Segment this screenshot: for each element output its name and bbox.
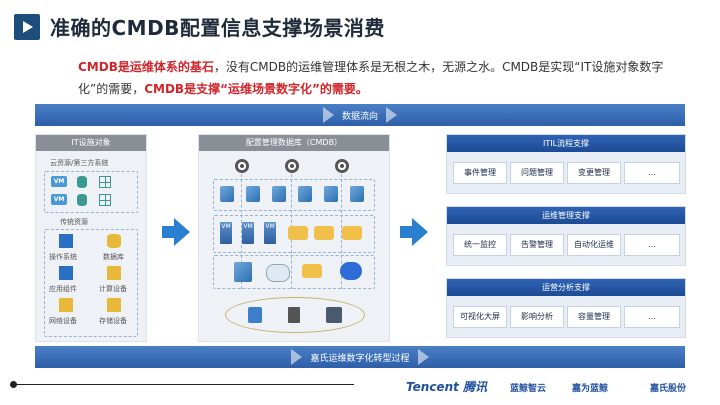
ops-group-title: 运维管理支撑 <box>447 207 685 224</box>
cloud-section-label: 云资源/第三方系统 <box>50 159 109 167</box>
cloud-icon <box>340 262 362 280</box>
vm-icon: VM <box>51 176 67 187</box>
data-flow-label: 数据流向 <box>341 111 378 122</box>
database-icon <box>107 234 121 248</box>
grid-icon <box>99 176 111 188</box>
target-icon <box>285 159 299 173</box>
transformation-bar: 嘉氏运维数字化转型过程 <box>35 346 685 368</box>
cmdb-row-2: VM VM VM <box>213 215 375 253</box>
vm-tag-icon: VM <box>242 222 254 244</box>
app-component-icon <box>59 266 73 280</box>
database-icon <box>77 176 87 188</box>
footer-divider <box>14 384 354 385</box>
traditional-section-label: 传统资源 <box>60 218 88 226</box>
item-label: 网络设备 <box>49 317 77 325</box>
database-icon <box>77 194 87 206</box>
target-icon <box>235 159 249 173</box>
subtitle-emphasis-2: CMDB是支撑“运维场景数字化”的需要。 <box>144 82 368 96</box>
group-item: 告警管理 <box>510 234 564 256</box>
vm-tag-icon: VM <box>220 222 232 244</box>
flow-arrow-icon <box>322 107 334 123</box>
group-item: 变更管理 <box>567 162 621 184</box>
cube-icon <box>350 186 364 202</box>
company-logo: 嘉氏股份 <box>650 384 687 394</box>
flow-arrow-icon <box>291 349 303 365</box>
group-item: 自动化运维 <box>567 234 621 256</box>
item-label: 操作系统 <box>49 253 77 261</box>
docker-icon <box>302 264 322 278</box>
add-icon <box>326 307 342 323</box>
windows-icon <box>59 234 73 248</box>
docker-icon <box>288 226 308 240</box>
item-label: 存储设备 <box>99 317 127 325</box>
subtitle-text-1: ，没有CMDB的运维管理体系是无根之木，无源之水。CMDB是实现“IT设施对象数… <box>78 60 664 96</box>
traditional-resources-box: 操作系统 数据库 应用组件 计算设备 网络设备 存储设备 <box>44 229 138 337</box>
page-title: 准确的CMDB配置信息支撑场景消费 <box>50 16 385 40</box>
cube-icon <box>272 186 286 202</box>
arrow-stem <box>162 226 174 238</box>
it-objects-panel: IT设施对象 云资源/第三方系统 VM VM 传统资源 操作系统 数据库 应用组… <box>35 134 147 342</box>
storage-icon <box>248 307 262 323</box>
package-icon <box>234 262 252 282</box>
vm-icon: VM <box>51 194 67 205</box>
group-item: 统一监控 <box>453 234 507 256</box>
item-label: 应用组件 <box>49 285 77 293</box>
cmdb-row-1 <box>213 179 375 211</box>
it-objects-title: IT设施对象 <box>36 135 146 151</box>
bluking-logo: 蓝鲸智云 <box>510 384 547 394</box>
docker-icon <box>342 226 362 240</box>
canway-logo: 嘉为蓝鲸 <box>572 384 609 394</box>
right-arrow-icon <box>174 218 190 246</box>
cmdb-row-3 <box>213 255 375 289</box>
footer-dot <box>10 381 17 388</box>
group-item: 影响分析 <box>510 306 564 328</box>
arrow-stem <box>400 226 412 238</box>
itil-group-title: ITIL流程支撑 <box>447 135 685 152</box>
docker-icon <box>314 226 334 240</box>
network-icon <box>59 298 73 312</box>
vm-tag-icon: VM <box>264 222 276 244</box>
target-icon <box>335 159 349 173</box>
slide-logo-icon <box>14 14 40 40</box>
cube-icon <box>298 186 312 202</box>
ops-management-group: 运维管理支撑 统一监控 告警管理 自动化运维 … <box>446 206 686 266</box>
server-icon <box>288 307 300 323</box>
group-item: 问题管理 <box>510 162 564 184</box>
cloud-resources-box: VM VM <box>44 171 138 213</box>
data-flow-bar: 数据流向 <box>35 104 685 126</box>
cube-icon <box>324 186 338 202</box>
cmdb-panel: 配置管理数据库（CMDB） VM VM VM <box>198 134 390 342</box>
group-item: 事件管理 <box>453 162 507 184</box>
transformation-label: 嘉氏运维数字化转型过程 <box>310 353 410 364</box>
item-label: 计算设备 <box>99 285 127 293</box>
ops-analysis-group: 运营分析支撑 可视化大屏 影响分析 容量管理 … <box>446 278 686 338</box>
subtitle-emphasis-1: CMDB是运维体系的基石 <box>78 60 214 74</box>
cloud-icon <box>266 264 290 282</box>
flow-arrow-icon <box>417 349 429 365</box>
group-item: 可视化大屏 <box>453 306 507 328</box>
item-label: 数据库 <box>103 253 124 261</box>
group-item: … <box>624 306 680 328</box>
itil-group: ITIL流程支撑 事件管理 问题管理 变更管理 … <box>446 134 686 194</box>
group-item: … <box>624 162 680 184</box>
analysis-group-title: 运营分析支撑 <box>447 279 685 296</box>
tencent-logo: Tencent 腾讯 <box>406 380 488 394</box>
storage-ellipse <box>225 297 365 333</box>
server-icon <box>107 266 121 280</box>
flow-arrow-icon <box>386 107 397 123</box>
cube-icon <box>246 186 260 202</box>
grid-icon <box>99 194 111 206</box>
cmdb-title: 配置管理数据库（CMDB） <box>199 135 389 151</box>
storage-icon <box>107 298 121 312</box>
right-arrow-icon <box>412 218 428 246</box>
subtitle: CMDB是运维体系的基石，没有CMDB的运维管理体系是无根之木，无源之水。CMD… <box>78 56 688 100</box>
group-item: 容量管理 <box>567 306 621 328</box>
cube-icon <box>220 186 234 202</box>
group-item: … <box>624 234 680 256</box>
